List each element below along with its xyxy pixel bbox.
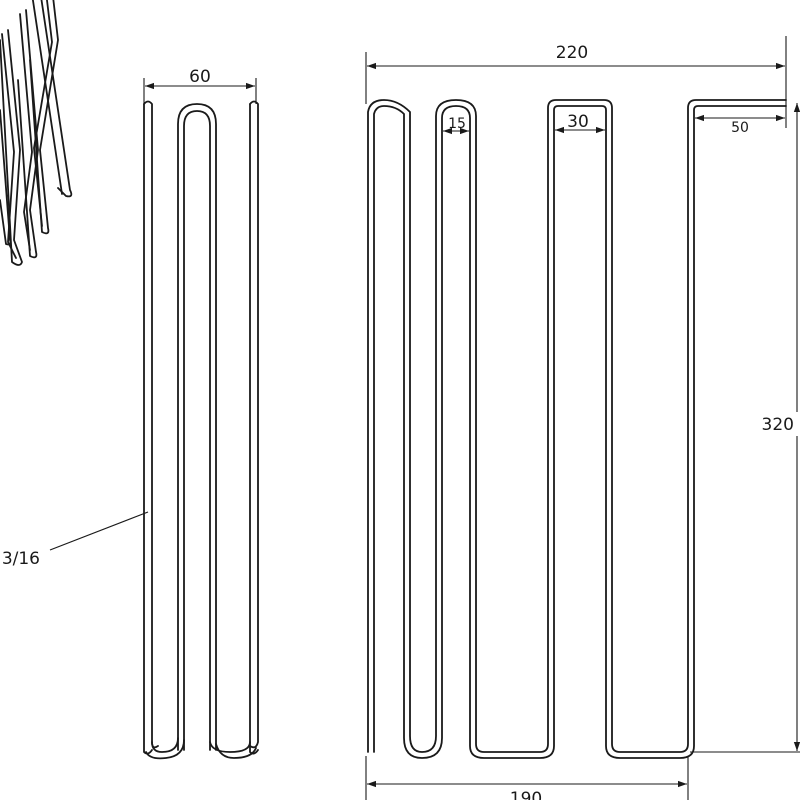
dim-label-bottom-width: 190 (510, 789, 542, 800)
dim-label-inner-gap: 30 (567, 112, 589, 132)
isometric-view (0, 0, 73, 266)
dimension-overall-width: 220 (365, 36, 787, 128)
rod-diameter-label: 3/16 (2, 549, 40, 569)
dim-label-rod-spacing: 15 (448, 116, 466, 132)
isometric-rack (0, 0, 73, 266)
dimension-inner-gap: 30 (555, 112, 605, 134)
dimension-rod-spacing: 15 (443, 116, 469, 135)
rod-diameter-callout: 3/16 (2, 511, 149, 569)
side-view: 60 (143, 67, 259, 760)
front-view: 220 15 30 50 320 190 (365, 36, 800, 800)
dimension-edge-gap: 50 (695, 114, 785, 136)
dimension-bottom-width: 190 (365, 756, 689, 800)
dim-label-side-width: 60 (189, 67, 211, 87)
dim-label-edge-gap: 50 (731, 120, 749, 136)
side-view-rods (143, 100, 259, 760)
dimension-side-width: 60 (143, 67, 257, 104)
dim-label-overall-width: 220 (556, 43, 588, 63)
dim-label-height: 320 (762, 415, 794, 435)
dimension-height: 320 (690, 103, 800, 753)
front-view-serpentine (367, 99, 787, 759)
